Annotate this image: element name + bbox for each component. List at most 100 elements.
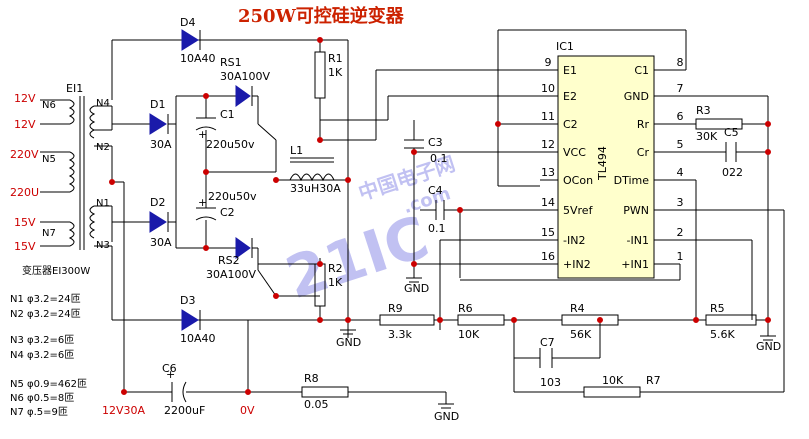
ic-left-pin-number: 10 <box>541 82 555 95</box>
voltage-12v-b: 12V <box>14 118 36 131</box>
c6-label: C6 <box>162 362 177 375</box>
ic-part: TL494 <box>596 146 609 181</box>
ic-right-pin-name: +IN1 <box>621 258 649 271</box>
ic-left-pin-number: 14 <box>541 196 555 209</box>
resistor-r9: R9 3.3k <box>379 302 435 341</box>
pin-n7: N7 <box>42 228 56 239</box>
r2-label: R2 <box>328 262 343 275</box>
ic-right-pin-number: 3 <box>677 196 684 209</box>
c6-plus: + <box>166 368 175 381</box>
c7-label: C7 <box>540 336 555 349</box>
c3-label: C3 <box>428 136 443 149</box>
d4-label: D4 <box>180 16 195 29</box>
winding-n2: N2 φ3.2=24匝 <box>10 308 81 320</box>
ic-right-pin-number: 6 <box>677 110 684 123</box>
r3-label: R3 <box>696 104 711 117</box>
ic-left-pin-name: E1 <box>563 64 577 77</box>
voltage-15v-b: 15V <box>14 240 36 253</box>
r5-value: 5.6K <box>710 328 735 341</box>
gnd-bottom-label: GND <box>434 410 459 423</box>
gnd-power: GND <box>336 329 361 349</box>
winding-n1: N1 φ3.2=24匝 <box>10 293 81 305</box>
diagram-title: 250W可控硅逆变器 <box>238 5 405 27</box>
c3-value: 0.1 <box>430 152 448 165</box>
c5-label: C5 <box>724 126 739 139</box>
ic-tl494: IC1 TL494 9E110E211C212VCC13OCon145Vref1… <box>540 40 684 279</box>
r9-value: 3.3k <box>388 328 412 341</box>
ic-right-pin-name: Cr <box>637 146 650 159</box>
gnd-power-label: GND <box>336 336 361 349</box>
pin-n2: N2 <box>96 142 110 153</box>
capacitor-c5: C5 022 <box>722 126 743 179</box>
capacitor-c7: C7 103 <box>539 336 561 389</box>
ic-left-pin-name: E2 <box>563 90 577 103</box>
r4-value: 56K <box>570 328 592 341</box>
d3-value: 10A40 <box>180 332 216 345</box>
ic-right-pin-name: PWN <box>623 204 649 217</box>
diode-d3: D3 10A40 <box>180 294 216 345</box>
c6-value: 2200uF <box>164 404 205 417</box>
winding-n6: N6 φ0.5=8匝 <box>10 392 74 404</box>
r1-value: 1K <box>328 66 343 79</box>
ic-right-pin-number: 1 <box>677 250 684 263</box>
ic-left-pin-number: 12 <box>541 138 555 151</box>
ic-left-pin-number: 9 <box>545 56 552 69</box>
gnd-ic-right-label: GND <box>756 340 781 353</box>
ic-right-pin-name: DTime <box>614 174 650 187</box>
rs2-label: RS2 <box>218 254 240 267</box>
scr-rs1: RS1 30A100V <box>220 56 271 107</box>
r2-value: 1K <box>328 276 343 289</box>
d2-value: 30A <box>150 236 172 249</box>
pin-n1: N1 <box>96 198 110 209</box>
resistor-r8: R8 0.05 <box>301 372 349 411</box>
l1-label: L1 <box>290 144 303 157</box>
transformer: EI1 12V 12V 220V 220U 15V 15V N6 N5 N7 N… <box>10 82 110 277</box>
voltage-12v-a: 12V <box>14 92 36 105</box>
voltage-15v-a: 15V <box>14 216 36 229</box>
junctions <box>109 37 771 395</box>
c7-value: 103 <box>540 376 561 389</box>
c2-plus: + <box>198 196 207 209</box>
transformer-label: 变压器EI300W <box>22 264 90 277</box>
pin-n6: N6 <box>42 100 56 111</box>
ic-left-pin-name: VCC <box>563 146 586 159</box>
capacitor-c6: + C6 2200uF <box>162 362 205 417</box>
transformer-name: EI1 <box>66 82 83 95</box>
ic-right-pin-number: 7 <box>677 82 684 95</box>
voltage-220v: 220V <box>10 148 39 161</box>
r3-value: 30K <box>696 130 718 143</box>
capacitor-c1: + C1 220u50v <box>195 108 255 151</box>
c5-value: 022 <box>722 166 743 179</box>
r4-label: R4 <box>570 302 585 315</box>
d3-label: D3 <box>180 294 195 307</box>
inductor-l1: L1 33uH30A <box>289 144 341 195</box>
r7-label: R7 <box>646 374 661 387</box>
ic-right-pin-number: 4 <box>677 166 684 179</box>
ic-left-pin-name: C2 <box>563 118 578 131</box>
ic-right-pin-number: 5 <box>677 138 684 151</box>
c1-value: 220u50v <box>206 138 255 151</box>
ic-left-pin-number: 15 <box>541 226 555 239</box>
gnd-ic-left: GND <box>404 277 429 295</box>
ic-right-pin-number: 2 <box>677 226 684 239</box>
ic-right-pin-name: Rr <box>637 118 650 131</box>
r8-value: 0.05 <box>304 398 329 411</box>
gnd-bottom: GND <box>434 403 459 423</box>
diode-d2: D2 30A <box>149 196 172 249</box>
c4-label: C4 <box>428 184 443 197</box>
c2-label: C2 <box>220 206 235 219</box>
ic-left-pin-name: -IN2 <box>563 234 585 247</box>
r1-label: R1 <box>328 52 343 65</box>
ic-left-pin-name: OCon <box>563 174 593 187</box>
r7-value: 10K <box>602 374 624 387</box>
ic-right-pin-name: -IN1 <box>627 234 649 247</box>
diode-d4: D4 10A40 <box>180 16 216 65</box>
c1-label: C1 <box>220 108 235 121</box>
gnd-ic-left-label: GND <box>404 282 429 295</box>
winding-n4: N4 φ3.2=6匝 <box>10 349 74 361</box>
ic-left-pin-name: 5Vref <box>563 204 594 217</box>
r6-value: 10K <box>458 328 480 341</box>
rs1-value: 30A100V <box>220 70 271 83</box>
resistor-r5: R5 5.6K <box>705 302 757 341</box>
